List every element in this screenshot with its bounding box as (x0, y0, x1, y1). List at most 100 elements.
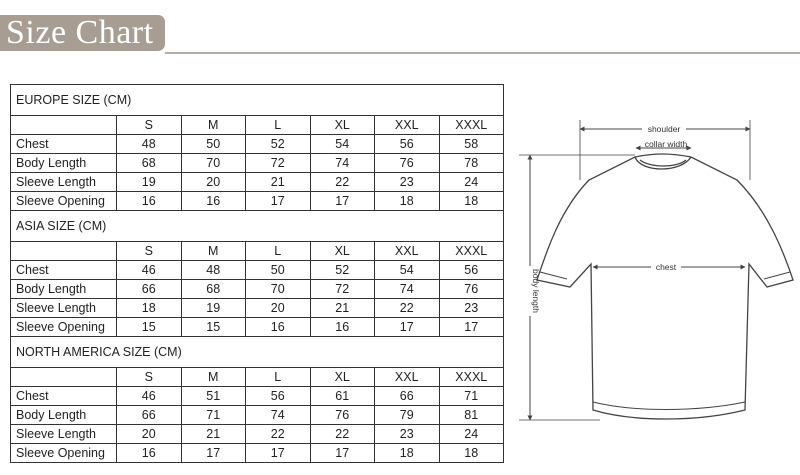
measurement-value: 21 (245, 172, 311, 192)
measurement-value: 52 (309, 260, 375, 280)
measurement-value: 71 (180, 405, 246, 425)
measurement-value: 23 (374, 424, 440, 444)
measurement-value: 46 (116, 386, 182, 406)
measurement-value: 20 (116, 424, 182, 444)
measurement-value: 72 (245, 153, 311, 173)
measurement-value: 16 (116, 191, 182, 211)
size-header-cell: S (116, 367, 182, 387)
header-blank-cell (10, 115, 117, 135)
measurement-value: 17 (374, 317, 440, 337)
measurement-value: 70 (245, 279, 311, 299)
measurement-value: 18 (374, 191, 440, 211)
measurement-value: 68 (116, 153, 182, 173)
section-title: NORTH AMERICA SIZE (CM) (10, 336, 504, 368)
measurement-value: 78 (438, 153, 504, 173)
measurement-value: 17 (438, 317, 504, 337)
measurement-value: 58 (438, 134, 504, 154)
size-header-cell: XXXL (438, 241, 504, 261)
measurement-value: 16 (180, 191, 246, 211)
measurement-value: 19 (180, 298, 246, 318)
measurement-value: 76 (374, 153, 440, 173)
tshirt-diagram: shoulder collar width chest body length (519, 120, 794, 421)
measurement-value: 81 (438, 405, 504, 425)
measurement-value: 70 (180, 153, 246, 173)
size-header-cell: XXL (374, 367, 440, 387)
measurement-value: 76 (309, 405, 375, 425)
measurement-value: 23 (438, 298, 504, 318)
measurement-value: 54 (374, 260, 440, 280)
section-title: EUROPE SIZE (CM) (10, 84, 504, 116)
measurement-value: 15 (116, 317, 182, 337)
measurement-value: 66 (374, 386, 440, 406)
measurement-label: Body Length (10, 279, 117, 299)
measurement-value: 71 (438, 386, 504, 406)
measurement-value: 74 (245, 405, 311, 425)
collar-width-label: collar width (645, 139, 688, 149)
header-blank-cell (10, 367, 117, 387)
measurement-value: 46 (116, 260, 182, 280)
measurement-value: 48 (180, 260, 246, 280)
measurement-value: 51 (180, 386, 246, 406)
size-header-cell: M (180, 367, 246, 387)
measurement-value: 54 (309, 134, 375, 154)
measurement-label: Chest (10, 260, 117, 280)
measurement-value: 79 (374, 405, 440, 425)
body-length-label-bg (524, 266, 536, 316)
measurement-label: Sleeve Length (10, 424, 117, 444)
measurement-value: 17 (180, 443, 246, 463)
measurement-value: 61 (309, 386, 375, 406)
collar-outline (634, 156, 692, 170)
measurement-value: 66 (116, 279, 182, 299)
measurement-value: 16 (309, 317, 375, 337)
measurement-value: 22 (245, 424, 311, 444)
size-header-cell: XL (309, 367, 375, 387)
measurement-value: 50 (245, 260, 311, 280)
measurement-value: 24 (438, 172, 504, 192)
measurement-value: 68 (180, 279, 246, 299)
header-blank-cell (10, 241, 117, 261)
measurement-label: Sleeve Opening (10, 317, 117, 337)
measurement-value: 22 (309, 172, 375, 192)
measurement-value: 18 (116, 298, 182, 318)
measurement-value: 15 (180, 317, 246, 337)
shoulder-label: shoulder (648, 124, 681, 134)
size-header-cell: S (116, 115, 182, 135)
section-title-row: ASIA SIZE (CM) (10, 210, 504, 242)
measurement-value: 22 (374, 298, 440, 318)
measurement-value: 19 (116, 172, 182, 192)
size-header-cell: L (245, 367, 311, 387)
measurement-value: 18 (438, 443, 504, 463)
measurement-label: Sleeve Length (10, 172, 117, 192)
measurement-label: Sleeve Opening (10, 191, 117, 211)
measurement-value: 17 (309, 443, 375, 463)
measurement-value: 56 (245, 386, 311, 406)
header-bar (0, 15, 165, 51)
size-header-cell: XL (309, 115, 375, 135)
measurement-label: Sleeve Opening (10, 443, 117, 463)
measurement-value: 21 (180, 424, 246, 444)
measurement-label: Chest (10, 386, 117, 406)
measurement-label: Body Length (10, 405, 117, 425)
measurement-value: 16 (245, 317, 311, 337)
size-header-cell: L (245, 115, 311, 135)
measurement-label: Chest (10, 134, 117, 154)
size-header-cell: L (245, 241, 311, 261)
tshirt-outline (536, 153, 794, 420)
sleeve-hem-lines (539, 271, 791, 280)
measurement-value: 24 (438, 424, 504, 444)
measurement-value: 16 (116, 443, 182, 463)
measurement-value: 21 (309, 298, 375, 318)
